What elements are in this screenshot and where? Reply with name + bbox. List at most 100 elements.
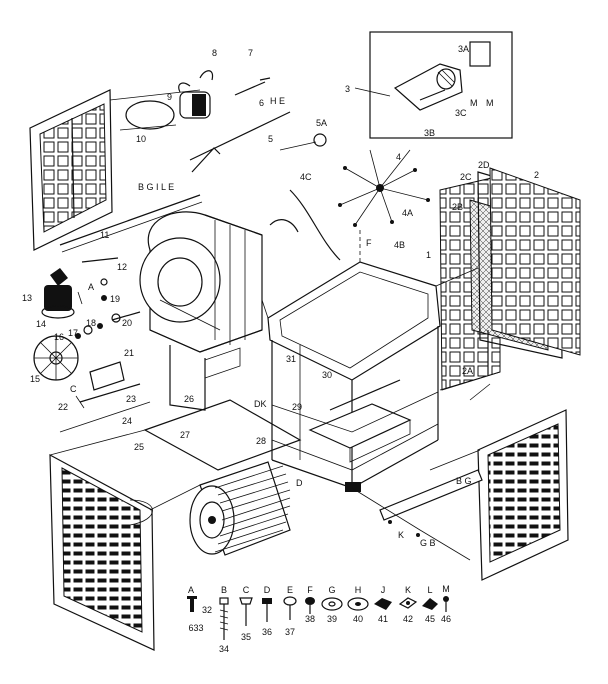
label-18: 18 [86,318,96,328]
hw-g-letter: G [328,585,335,595]
label-4: 4 [396,152,401,162]
hw-a-letter: A [188,585,194,595]
hardware-d: D 36 [262,585,272,637]
water-hose [269,133,341,261]
label-1: 1 [426,250,431,260]
label-bgile: B G I L E [138,182,174,192]
inset-detail-box [354,31,513,139]
hw-l-number: 45 [425,614,435,624]
hw-f-letter: F [307,585,313,595]
label-30: 30 [322,370,332,380]
support-rods [75,361,141,409]
motor-pulley-parts [41,268,83,319]
cabinet-frame [267,230,441,492]
label-m1: M [470,98,478,108]
hardware-b: B 34 [219,585,229,654]
label-4a: 4A [402,208,413,218]
label-k: K [398,530,404,540]
motor-assembly [125,70,291,173]
hw-d-number: 36 [262,627,272,637]
label-24: 24 [122,416,132,426]
label-8: 8 [212,48,217,58]
label-2a: 2A [462,366,473,376]
label-3c: 3C [455,108,467,118]
label-gb: G B [420,538,436,548]
blower-housing [139,211,263,411]
hw-k-letter: K [405,585,411,595]
hw-b-number: 34 [219,644,229,654]
side-grid-panel-upper [29,89,113,251]
label-4b: 4B [394,240,405,250]
label-12: 12 [117,262,127,272]
hardware-g: G 39 [321,585,343,624]
hw-m-letter: M [442,584,450,594]
side-louver-panel [477,409,569,581]
label-c: C [70,384,77,394]
label-27: 27 [180,430,190,440]
hw-h-letter: H [355,585,362,595]
hw-j-number: 41 [378,614,388,624]
hw-h-number: 40 [353,614,363,624]
connector-lines [109,89,501,401]
hw-b-letter: B [221,585,227,595]
label-25: 25 [134,442,144,452]
hardware-h: H 40 [347,585,369,624]
label-2d: 2D [478,160,490,170]
hw-f-number: 38 [305,614,315,624]
hw-a-number: 32 [202,605,212,615]
label-16: 16 [54,332,64,342]
label-23: 23 [126,394,136,404]
label-2c: 2C [460,172,472,182]
label-2b: 2B [452,202,463,212]
hardware-c: C 35 [239,585,253,642]
label-7: 7 [248,48,253,58]
label-29: 29 [292,402,302,412]
hw-d-letter: D [264,585,271,595]
hw-c-number: 35 [241,632,251,642]
label-11: 11 [100,230,109,240]
label-3: 3 [345,84,350,94]
hw-a-extra: 633 [188,623,203,633]
label-2: 2 [534,170,539,180]
label-3a: 3A [458,44,469,54]
label-a: A [88,282,94,292]
hardware-j: J 41 [374,585,392,624]
label-bg: B G [456,476,472,486]
label-f: F [366,238,372,248]
label-he: H E [270,96,285,106]
lower-bracket [149,449,483,561]
label-5a: 5A [316,118,327,128]
label-dk: DK [254,399,267,409]
hw-l-letter: L [427,585,432,595]
label-26: 26 [184,394,194,404]
label-20: 20 [122,318,132,328]
base-plate [49,399,302,471]
hardware-a: A 32 633 [187,585,212,633]
pulley-wheel [33,335,79,381]
label-15: 15 [30,374,40,384]
hardware-l: L 45 [422,585,438,624]
hardware-m: M 46 [441,584,451,624]
front-louver-panel [49,453,155,651]
water-distributor [338,149,430,227]
hardware-legend: A 32 633 B 34 C 35 D 36 [187,584,451,654]
hw-c-letter: C [243,585,250,595]
label-6: 6 [259,98,264,108]
mounting-rail [59,194,203,263]
shaft-hardware [75,278,141,339]
hardware-f: F 38 [305,585,315,624]
hw-g-number: 39 [327,614,337,624]
hw-e-letter: E [287,585,293,595]
label-3b: 3B [424,128,435,138]
label-13: 13 [22,293,32,303]
label-10: 10 [136,134,146,144]
label-9: 9 [167,92,172,102]
label-31: 31 [286,354,296,364]
hw-m-number: 46 [441,614,451,624]
label-m2: M [486,98,494,108]
callout-labels: 2 2D 2C 2B 2A 3 3A 3B 3C M M 4 4A 4B 4C … [22,44,539,548]
label-5: 5 [268,134,273,144]
hw-j-letter: J [381,585,386,595]
label-d: D [296,478,303,488]
